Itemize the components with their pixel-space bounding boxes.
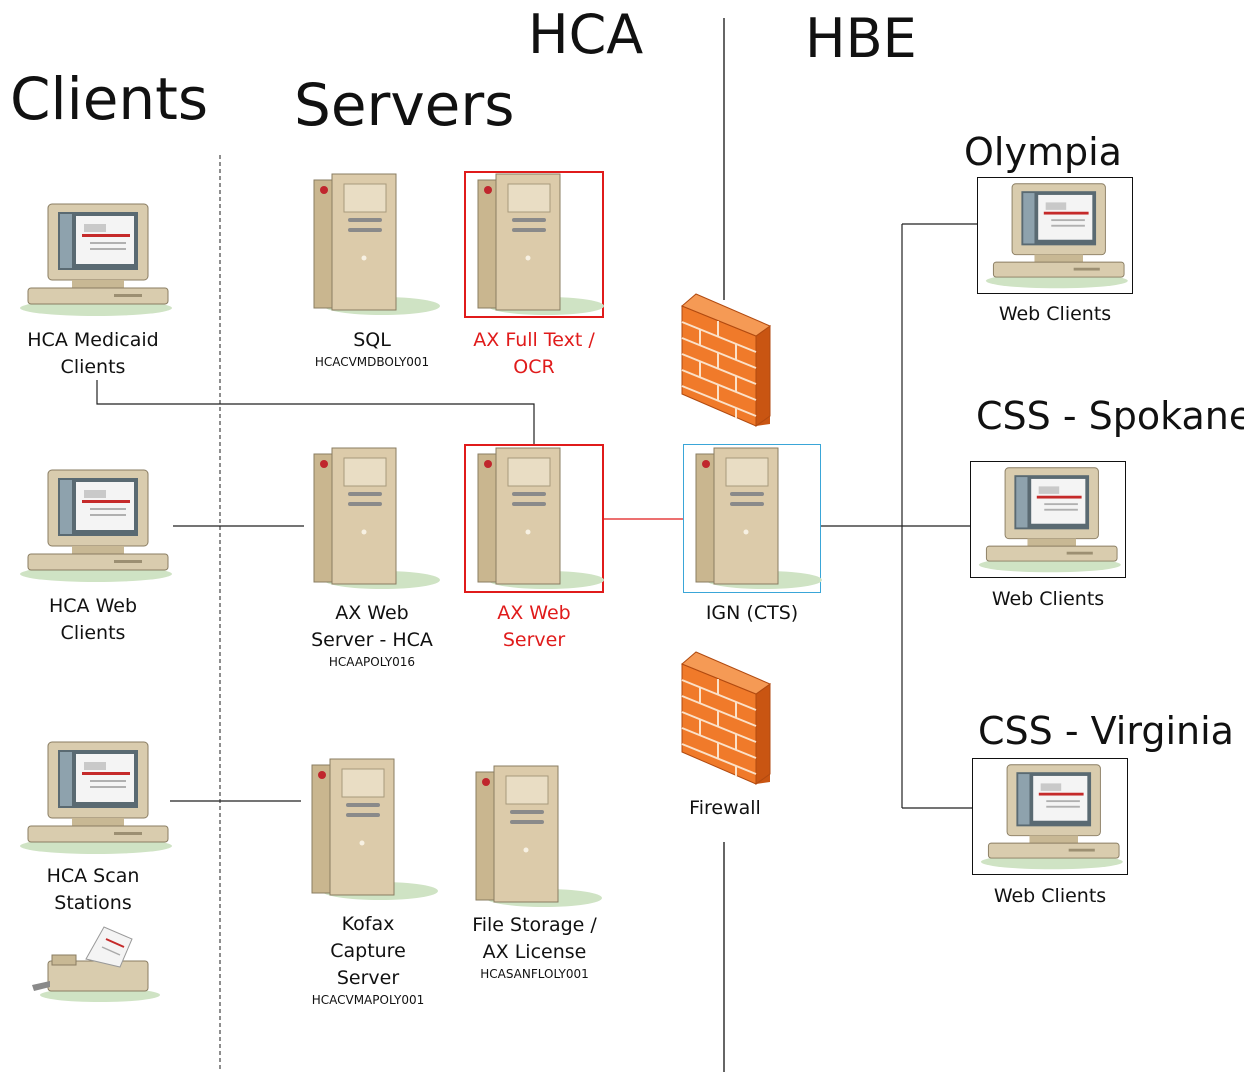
ax-fulltext-ocr-label: AX Full Text /OCR bbox=[473, 329, 595, 378]
desktop-computer-icon bbox=[20, 741, 172, 854]
server-tower-icon bbox=[477, 447, 604, 589]
hbe-zone-title: HBE bbox=[805, 7, 917, 70]
file-storage-hostname: HCASANFLOLY001 bbox=[480, 967, 589, 981]
ax-fulltext-highlight-box bbox=[464, 171, 604, 318]
sql-hostname: HCACVMDBOLY001 bbox=[314, 355, 430, 369]
spokane-web-clients-label: Web Clients bbox=[991, 588, 1105, 610]
ax-web-server-highlight-box bbox=[464, 444, 604, 593]
spokane-client-box bbox=[970, 461, 1126, 578]
ax-web-server-hca-hostname: HCAAPOLY016 bbox=[328, 655, 416, 669]
kofax-hostname: HCACVMAPOLY001 bbox=[311, 993, 425, 1007]
desktop-computer-icon bbox=[978, 467, 1121, 573]
virginia-web-clients-label: Web Clients bbox=[993, 885, 1107, 907]
firewall-icon bbox=[681, 651, 772, 785]
server-tower-icon bbox=[695, 447, 822, 589]
olympia-site-title: Olympia bbox=[964, 130, 1122, 174]
ign-highlight-box bbox=[683, 444, 821, 593]
virginia-site-title: CSS - Virginia bbox=[978, 709, 1234, 753]
hca-zone-title: HCA bbox=[528, 3, 644, 66]
server-tower-icon bbox=[313, 447, 440, 589]
virginia-client-box bbox=[972, 758, 1128, 875]
server-tower-icon bbox=[311, 758, 438, 900]
firewall-label: Firewall bbox=[689, 797, 761, 819]
scanner-icon bbox=[32, 926, 160, 1002]
olympia-web-clients-label: Web Clients bbox=[998, 303, 1112, 325]
desktop-computer-icon bbox=[20, 469, 172, 582]
clients-column-title: Clients bbox=[10, 65, 209, 133]
spokane-site-title: CSS - Spokane bbox=[976, 394, 1244, 438]
server-tower-icon bbox=[313, 173, 440, 315]
olympia-client-box bbox=[977, 177, 1133, 294]
servers-column-title: Servers bbox=[294, 71, 515, 139]
server-tower-icon bbox=[477, 173, 604, 315]
ign-cts-label: IGN (CTS) bbox=[705, 602, 799, 624]
sql-server-label: SQL HCACVMDBOLY001 bbox=[302, 327, 442, 370]
desktop-computer-icon bbox=[980, 764, 1123, 870]
server-tower-icon bbox=[475, 765, 602, 907]
firewall-icon bbox=[681, 293, 772, 427]
desktop-computer-icon bbox=[20, 203, 172, 316]
file-storage-ax-license-label: File Storage /AX License HCASANFLOLY001 bbox=[452, 912, 617, 982]
desktop-computer-icon bbox=[985, 183, 1128, 289]
medicaid-to-axweb-line bbox=[96, 380, 535, 444]
